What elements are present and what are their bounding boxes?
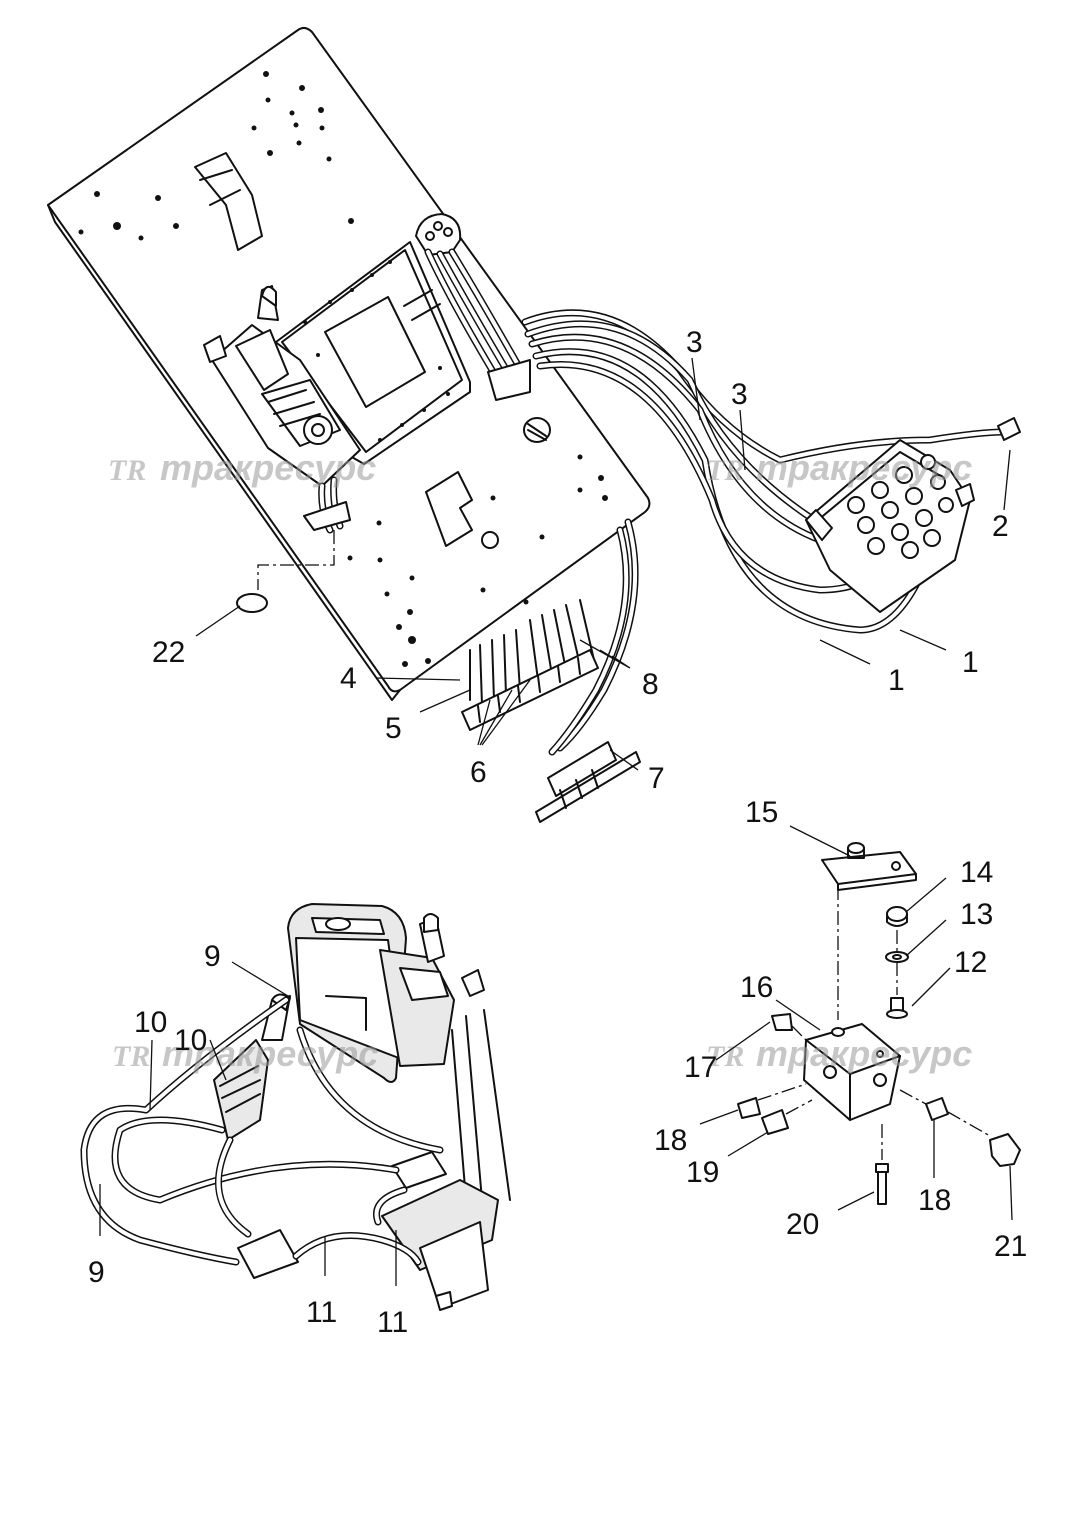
callout-3a: 3: [686, 326, 703, 359]
callout-21: 21: [994, 1230, 1027, 1263]
watermark-3: TR тракресурс: [112, 1033, 378, 1074]
svg-text:тракресурс: тракресурс: [756, 1033, 972, 1074]
callout-10b: 10: [174, 1024, 207, 1057]
callout-16: 16: [740, 971, 773, 1004]
callout-20: 20: [786, 1208, 819, 1241]
callout-1a: 1: [888, 664, 905, 697]
callout-labels: 1 1 2 3 3 4 5 6 7 8 9 9 10 10 11 11 12 1…: [88, 326, 1027, 1339]
callout-12: 12: [954, 946, 987, 979]
callout-4: 4: [340, 662, 357, 695]
plate-holes: [78, 71, 608, 667]
callout-8: 8: [642, 668, 659, 701]
svg-text:TR: TR: [706, 454, 744, 487]
leader-lines: [99, 357, 1013, 1286]
callout-22: 22: [152, 636, 185, 669]
callout-2: 2: [992, 510, 1009, 543]
callout-5: 5: [385, 712, 402, 745]
watermark-1: TR тракресурс: [108, 447, 376, 488]
floor-plate-assembly: [47, 26, 651, 701]
callout-11a: 11: [306, 1296, 337, 1329]
callout-7: 7: [648, 762, 665, 795]
frame-holes: [303, 260, 450, 442]
distribution-blocks: [461, 649, 641, 823]
joystick-console-assembly: [80, 903, 511, 1311]
callout-18b: 18: [918, 1184, 951, 1217]
svg-text:тракресурс: тракресурс: [162, 1033, 378, 1074]
watermark-4: TR тракресурс: [706, 1033, 972, 1074]
watermark-2: TR тракресурс: [706, 447, 972, 488]
control-valve-block: [805, 439, 975, 613]
callout-3b: 3: [731, 378, 748, 411]
callout-17: 17: [684, 1051, 717, 1084]
valve-ports: [847, 454, 954, 559]
callout-10a: 10: [134, 1006, 167, 1039]
main-hoses: [469, 309, 1021, 756]
callout-19: 19: [686, 1156, 719, 1189]
callout-6: 6: [470, 756, 487, 789]
callout-15: 15: [745, 796, 778, 829]
svg-text:TR: TR: [108, 454, 146, 487]
svg-text:тракресурс: тракресурс: [756, 447, 972, 488]
valve-block-assembly: [737, 842, 1021, 1205]
callout-1b: 1: [962, 646, 979, 679]
watermarks: TR тракресурс TR тракресурс TR тракресур…: [108, 447, 972, 1074]
callout-18a: 18: [654, 1124, 687, 1157]
svg-text:тракресурс: тракресурс: [160, 447, 376, 488]
svg-text:TR: TR: [706, 1040, 744, 1073]
callout-14: 14: [960, 856, 993, 889]
callout-11b: 11: [377, 1306, 408, 1339]
svg-text:TR: TR: [112, 1040, 150, 1073]
callout-9b: 9: [88, 1256, 105, 1289]
callout-9a: 9: [204, 940, 221, 973]
callout-13: 13: [960, 898, 993, 931]
